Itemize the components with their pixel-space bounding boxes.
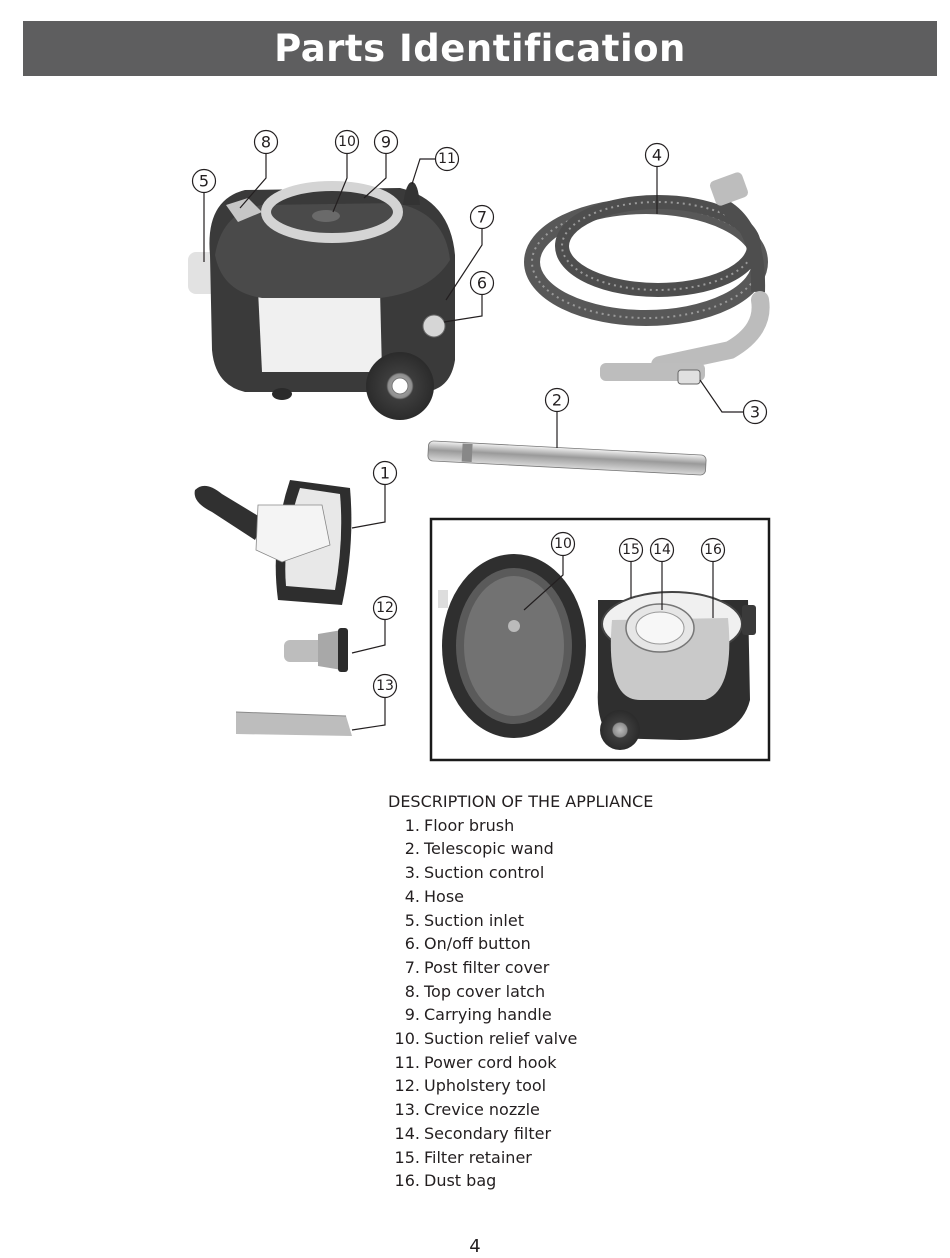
item-label: Power cord hook <box>424 1052 557 1072</box>
callout-16-label: 16 <box>704 542 722 558</box>
list-item: 5.Suction inlet <box>388 909 808 933</box>
list-item: 1.Floor brush <box>388 814 808 838</box>
item-label: Floor brush <box>424 815 515 835</box>
appliance-description: DESCRIPTION OF THE APPLIANCE 1.Floor bru… <box>388 790 808 1193</box>
callout-10-label: 10 <box>338 134 356 150</box>
list-item: 15.Filter retainer <box>388 1146 808 1170</box>
callout-3: 3 <box>742 399 768 425</box>
item-number: 14. <box>394 1123 420 1143</box>
page-title: Parts Identification <box>274 27 686 70</box>
list-item: 10.Suction relief valve <box>388 1027 808 1051</box>
floor-brush-image <box>194 480 352 605</box>
item-label: Secondary filter <box>424 1123 552 1143</box>
item-number: 3. <box>404 863 420 883</box>
leader-lines <box>203 153 744 731</box>
item-label: Suction relief valve <box>424 1029 578 1049</box>
callout-4: 4 <box>644 142 670 168</box>
header-bar: Parts Identification <box>23 21 937 76</box>
item-label: Post filter cover <box>424 957 550 977</box>
item-number: 16. <box>394 1171 420 1191</box>
callout-2-label: 2 <box>552 391 562 410</box>
item-label: Filter retainer <box>424 1147 532 1167</box>
callout-9: 9 <box>373 129 399 155</box>
list-item: 8.Top cover latch <box>388 980 808 1004</box>
callout-12: 12 <box>372 595 398 621</box>
callout-6-label: 6 <box>477 274 487 293</box>
list-item: 16.Dust bag <box>388 1169 808 1193</box>
vacuum-body-image <box>188 181 455 420</box>
callout-8: 8 <box>253 129 279 155</box>
list-item: 14.Secondary filter <box>388 1122 808 1146</box>
item-number: 10. <box>394 1029 420 1049</box>
callout-7-label: 7 <box>477 208 487 227</box>
callout-12-label: 12 <box>376 600 394 616</box>
item-number: 1. <box>404 815 420 835</box>
callout-2: 2 <box>544 387 570 413</box>
item-number: 11. <box>394 1052 420 1072</box>
item-number: 2. <box>404 839 420 859</box>
callout-10-inset-label: 10 <box>554 536 572 552</box>
parts-list: 1.Floor brush 2.Telescopic wand 3.Suctio… <box>388 814 808 1193</box>
item-label: Suction inlet <box>424 910 524 930</box>
callout-13-label: 13 <box>376 678 394 694</box>
list-item: 12.Upholstery tool <box>388 1074 808 1098</box>
item-label: Top cover latch <box>424 981 546 1001</box>
hose-image <box>524 172 770 385</box>
item-number: 9. <box>404 1005 420 1025</box>
item-label: Hose <box>424 886 464 906</box>
callout-5-label: 5 <box>199 172 209 191</box>
item-label: Carrying handle <box>424 1005 552 1025</box>
item-number: 13. <box>394 1100 420 1120</box>
list-item: 4.Hose <box>388 885 808 909</box>
callout-10: 10 <box>334 129 360 155</box>
callout-7: 7 <box>469 204 495 230</box>
callout-16: 16 <box>700 537 726 563</box>
item-number: 4. <box>404 886 420 906</box>
callout-6: 6 <box>469 270 495 296</box>
item-label: On/off button <box>424 934 531 954</box>
callout-14-label: 14 <box>653 542 671 558</box>
crevice-nozzle-image <box>235 711 352 736</box>
list-item: 11.Power cord hook <box>388 1051 808 1075</box>
telescopic-wand-image <box>427 440 707 476</box>
page-number: 4 <box>469 1236 481 1257</box>
callout-11-label: 11 <box>438 151 456 167</box>
callout-13: 13 <box>372 673 398 699</box>
callout-1: 1 <box>372 460 398 486</box>
callout-10-inset: 10 <box>550 531 576 557</box>
description-title: DESCRIPTION OF THE APPLIANCE <box>388 792 654 811</box>
list-item: 3.Suction control <box>388 861 808 885</box>
callout-14: 14 <box>649 537 675 563</box>
item-label: Upholstery tool <box>424 1076 547 1096</box>
callout-3-label: 3 <box>750 403 760 422</box>
item-label: Telescopic wand <box>424 839 554 859</box>
callout-9-label: 9 <box>381 133 391 152</box>
list-item: 6.On/off button <box>388 932 808 956</box>
parts-diagram: 8 10 9 11 5 7 6 4 3 2 1 12 13 10 15 14 1… <box>188 129 771 762</box>
list-item: 9.Carrying handle <box>388 1003 808 1027</box>
item-label: Dust bag <box>424 1171 497 1191</box>
callout-1-label: 1 <box>380 464 390 483</box>
list-item: 13.Crevice nozzle <box>388 1098 808 1122</box>
callout-15-label: 15 <box>622 542 640 558</box>
callout-11: 11 <box>434 146 460 172</box>
list-item: 2.Telescopic wand <box>388 837 808 861</box>
item-label: Suction control <box>424 863 545 883</box>
callout-15: 15 <box>618 537 644 563</box>
item-number: 8. <box>404 981 420 1001</box>
item-label: Crevice nozzle <box>424 1100 540 1120</box>
upholstery-tool-image <box>284 628 348 672</box>
item-number: 5. <box>404 910 420 930</box>
item-number: 15. <box>394 1147 420 1167</box>
callout-5: 5 <box>191 168 217 194</box>
item-number: 12. <box>394 1076 420 1096</box>
list-item: 7.Post filter cover <box>388 956 808 980</box>
callout-4-label: 4 <box>652 146 662 165</box>
item-number: 7. <box>404 957 420 977</box>
callout-8-label: 8 <box>261 133 271 152</box>
item-number: 6. <box>404 934 420 954</box>
